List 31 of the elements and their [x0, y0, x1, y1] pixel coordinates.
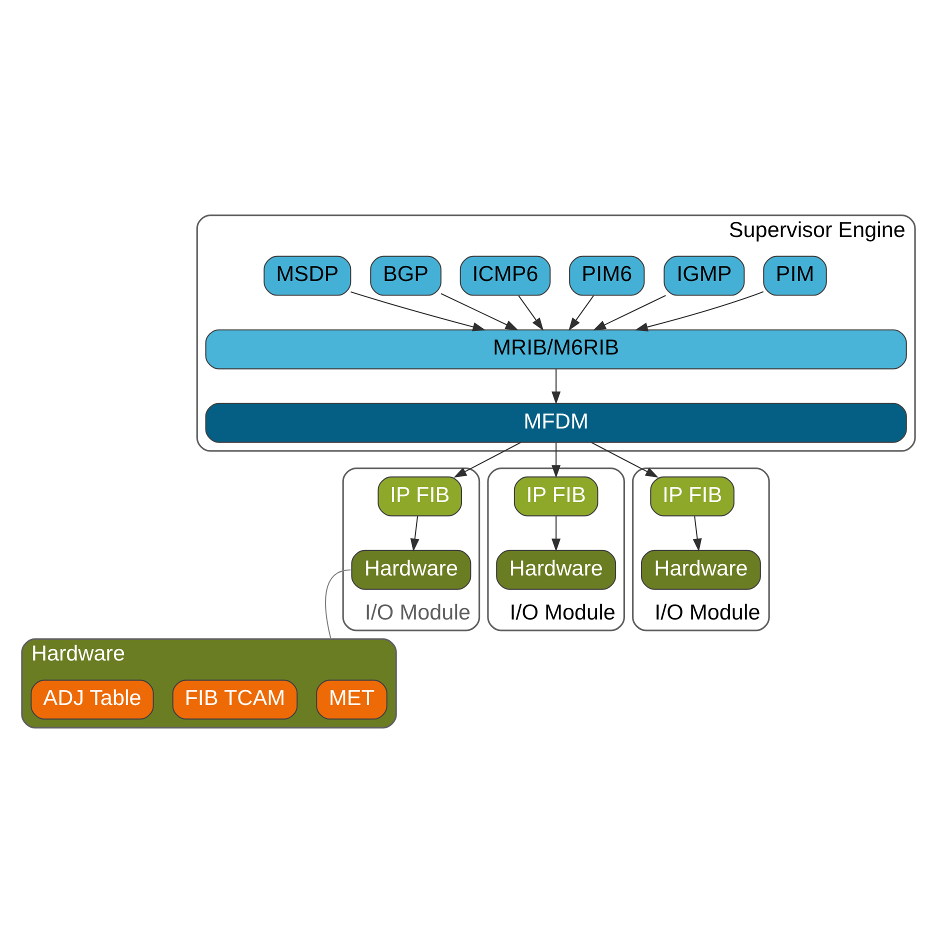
arrow — [692, 516, 702, 552]
node-box: IGMP — [663, 256, 744, 296]
node-box: MRIB/M6RIB — [204, 329, 906, 370]
node-box: IP FIB — [377, 476, 462, 516]
node-box: Hardware — [350, 550, 471, 590]
node-box: IP FIB — [513, 476, 598, 516]
node-box: MSDP — [263, 256, 351, 296]
arrow — [518, 295, 544, 331]
node-box: IP FIB — [650, 476, 734, 516]
node-box: MET — [316, 680, 387, 720]
arrow — [350, 291, 486, 332]
arrow — [634, 291, 764, 332]
node-box: ICMP6 — [459, 256, 550, 296]
node-box: BGP — [370, 256, 441, 296]
node-box: Hardware — [496, 550, 616, 590]
arrow — [568, 295, 594, 331]
arrow — [551, 516, 560, 552]
node-box: FIB TCAM — [172, 680, 298, 720]
arrow — [592, 294, 666, 330]
connector — [324, 569, 350, 640]
arrow — [551, 442, 560, 478]
node-box: ADJ Table — [30, 680, 154, 720]
node-box: MFDM — [204, 402, 906, 443]
arrow — [410, 516, 419, 552]
arrow — [440, 293, 518, 330]
arrow — [551, 369, 560, 405]
arrow — [590, 442, 658, 478]
node-box: PIM — [762, 256, 826, 296]
node-box: PIM6 — [568, 256, 644, 296]
node-box: Hardware — [640, 550, 760, 590]
arrow — [453, 442, 520, 478]
